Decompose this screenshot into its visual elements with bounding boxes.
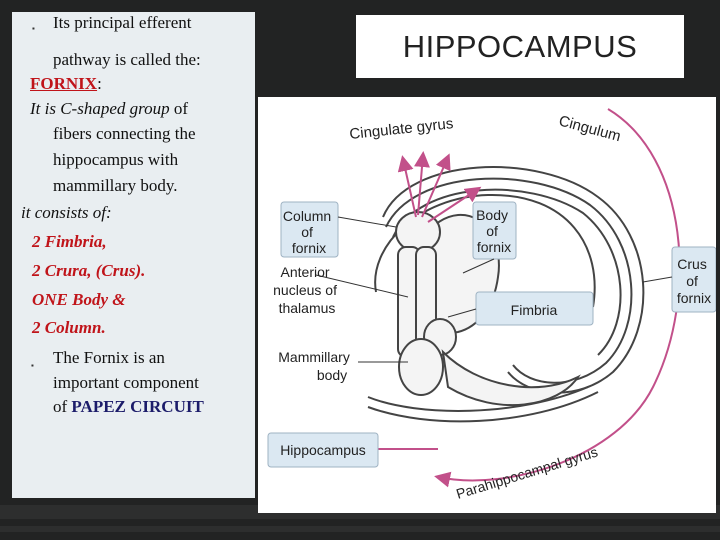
label-box bbox=[280, 201, 339, 258]
fornix-term: FORNIX bbox=[30, 74, 98, 93]
text-line: The Fornix is an bbox=[53, 348, 165, 367]
text-line: mammillary body. bbox=[53, 176, 178, 195]
anterior-nucleus-label: Anterior nucleus of thalamus bbox=[273, 264, 341, 316]
crus-of-fornix-label: Crus of fornix bbox=[677, 256, 711, 306]
list-item: ONE Body & bbox=[32, 290, 126, 309]
papez-circuit-term: PAPEZ CIRCUIT bbox=[71, 397, 204, 416]
cingulate-gyrus-label: Cingulate gyrus bbox=[349, 115, 454, 143]
colon: : bbox=[97, 74, 102, 93]
text-line: of PAPEZ CIRCUIT bbox=[53, 396, 204, 418]
text-italic: It is C-shaped group bbox=[30, 99, 170, 118]
bullet-icon: ▪ bbox=[31, 361, 34, 370]
hippocampus-label: Hippocampus bbox=[280, 442, 366, 458]
text-panel: ▪ Its principal efferent pathway is call… bbox=[12, 12, 255, 498]
text-line: it consists of: bbox=[21, 203, 112, 222]
efferent-arrows bbox=[397, 151, 482, 223]
slide-title-box: HIPPOCAMPUS bbox=[356, 15, 684, 78]
list-item: 2 Crura, (Crus). bbox=[32, 261, 146, 280]
text-line: fibers connecting the bbox=[53, 124, 196, 143]
fornix-line: FORNIX: bbox=[30, 73, 102, 95]
text-plain: of bbox=[53, 397, 72, 416]
list-item: 2 Column. bbox=[32, 318, 106, 337]
list-item: 2 Fimbria, bbox=[32, 232, 107, 251]
parahippocampal-gyrus-label: Parahippocampal gyrus bbox=[454, 444, 599, 502]
cingulum-label: Cingulum bbox=[557, 112, 623, 145]
column-of-fornix-label: Column of fornix bbox=[283, 208, 335, 256]
fornix-diagram-svg: Cingulate gyrus Cingulum Column of forni… bbox=[267, 108, 717, 502]
text-line: important component bbox=[53, 373, 199, 392]
parahippocampal-arc bbox=[434, 108, 681, 488]
text-line: Its principal efferent bbox=[53, 13, 192, 32]
bullet-icon: ▪ bbox=[32, 24, 35, 33]
fornix-diagram: Cingulate gyrus Cingulum Column of forni… bbox=[258, 97, 717, 513]
label-box bbox=[472, 201, 517, 260]
mammillary-body-label: Mammillary body bbox=[278, 349, 353, 383]
body-of-fornix-label: Body of fornix bbox=[476, 207, 512, 255]
background-stripe bbox=[0, 526, 720, 532]
fimbria-label: Fimbria bbox=[511, 302, 558, 318]
slide-title: HIPPOCAMPUS bbox=[402, 28, 638, 64]
label-box bbox=[475, 291, 594, 326]
text-line: hippocampus with bbox=[53, 150, 179, 169]
leader-lines bbox=[315, 216, 673, 363]
text-plain: of bbox=[169, 99, 189, 118]
label-box bbox=[267, 432, 379, 468]
text-line: pathway is called the: bbox=[53, 50, 201, 69]
text-line: It is C-shaped group of bbox=[30, 98, 188, 120]
